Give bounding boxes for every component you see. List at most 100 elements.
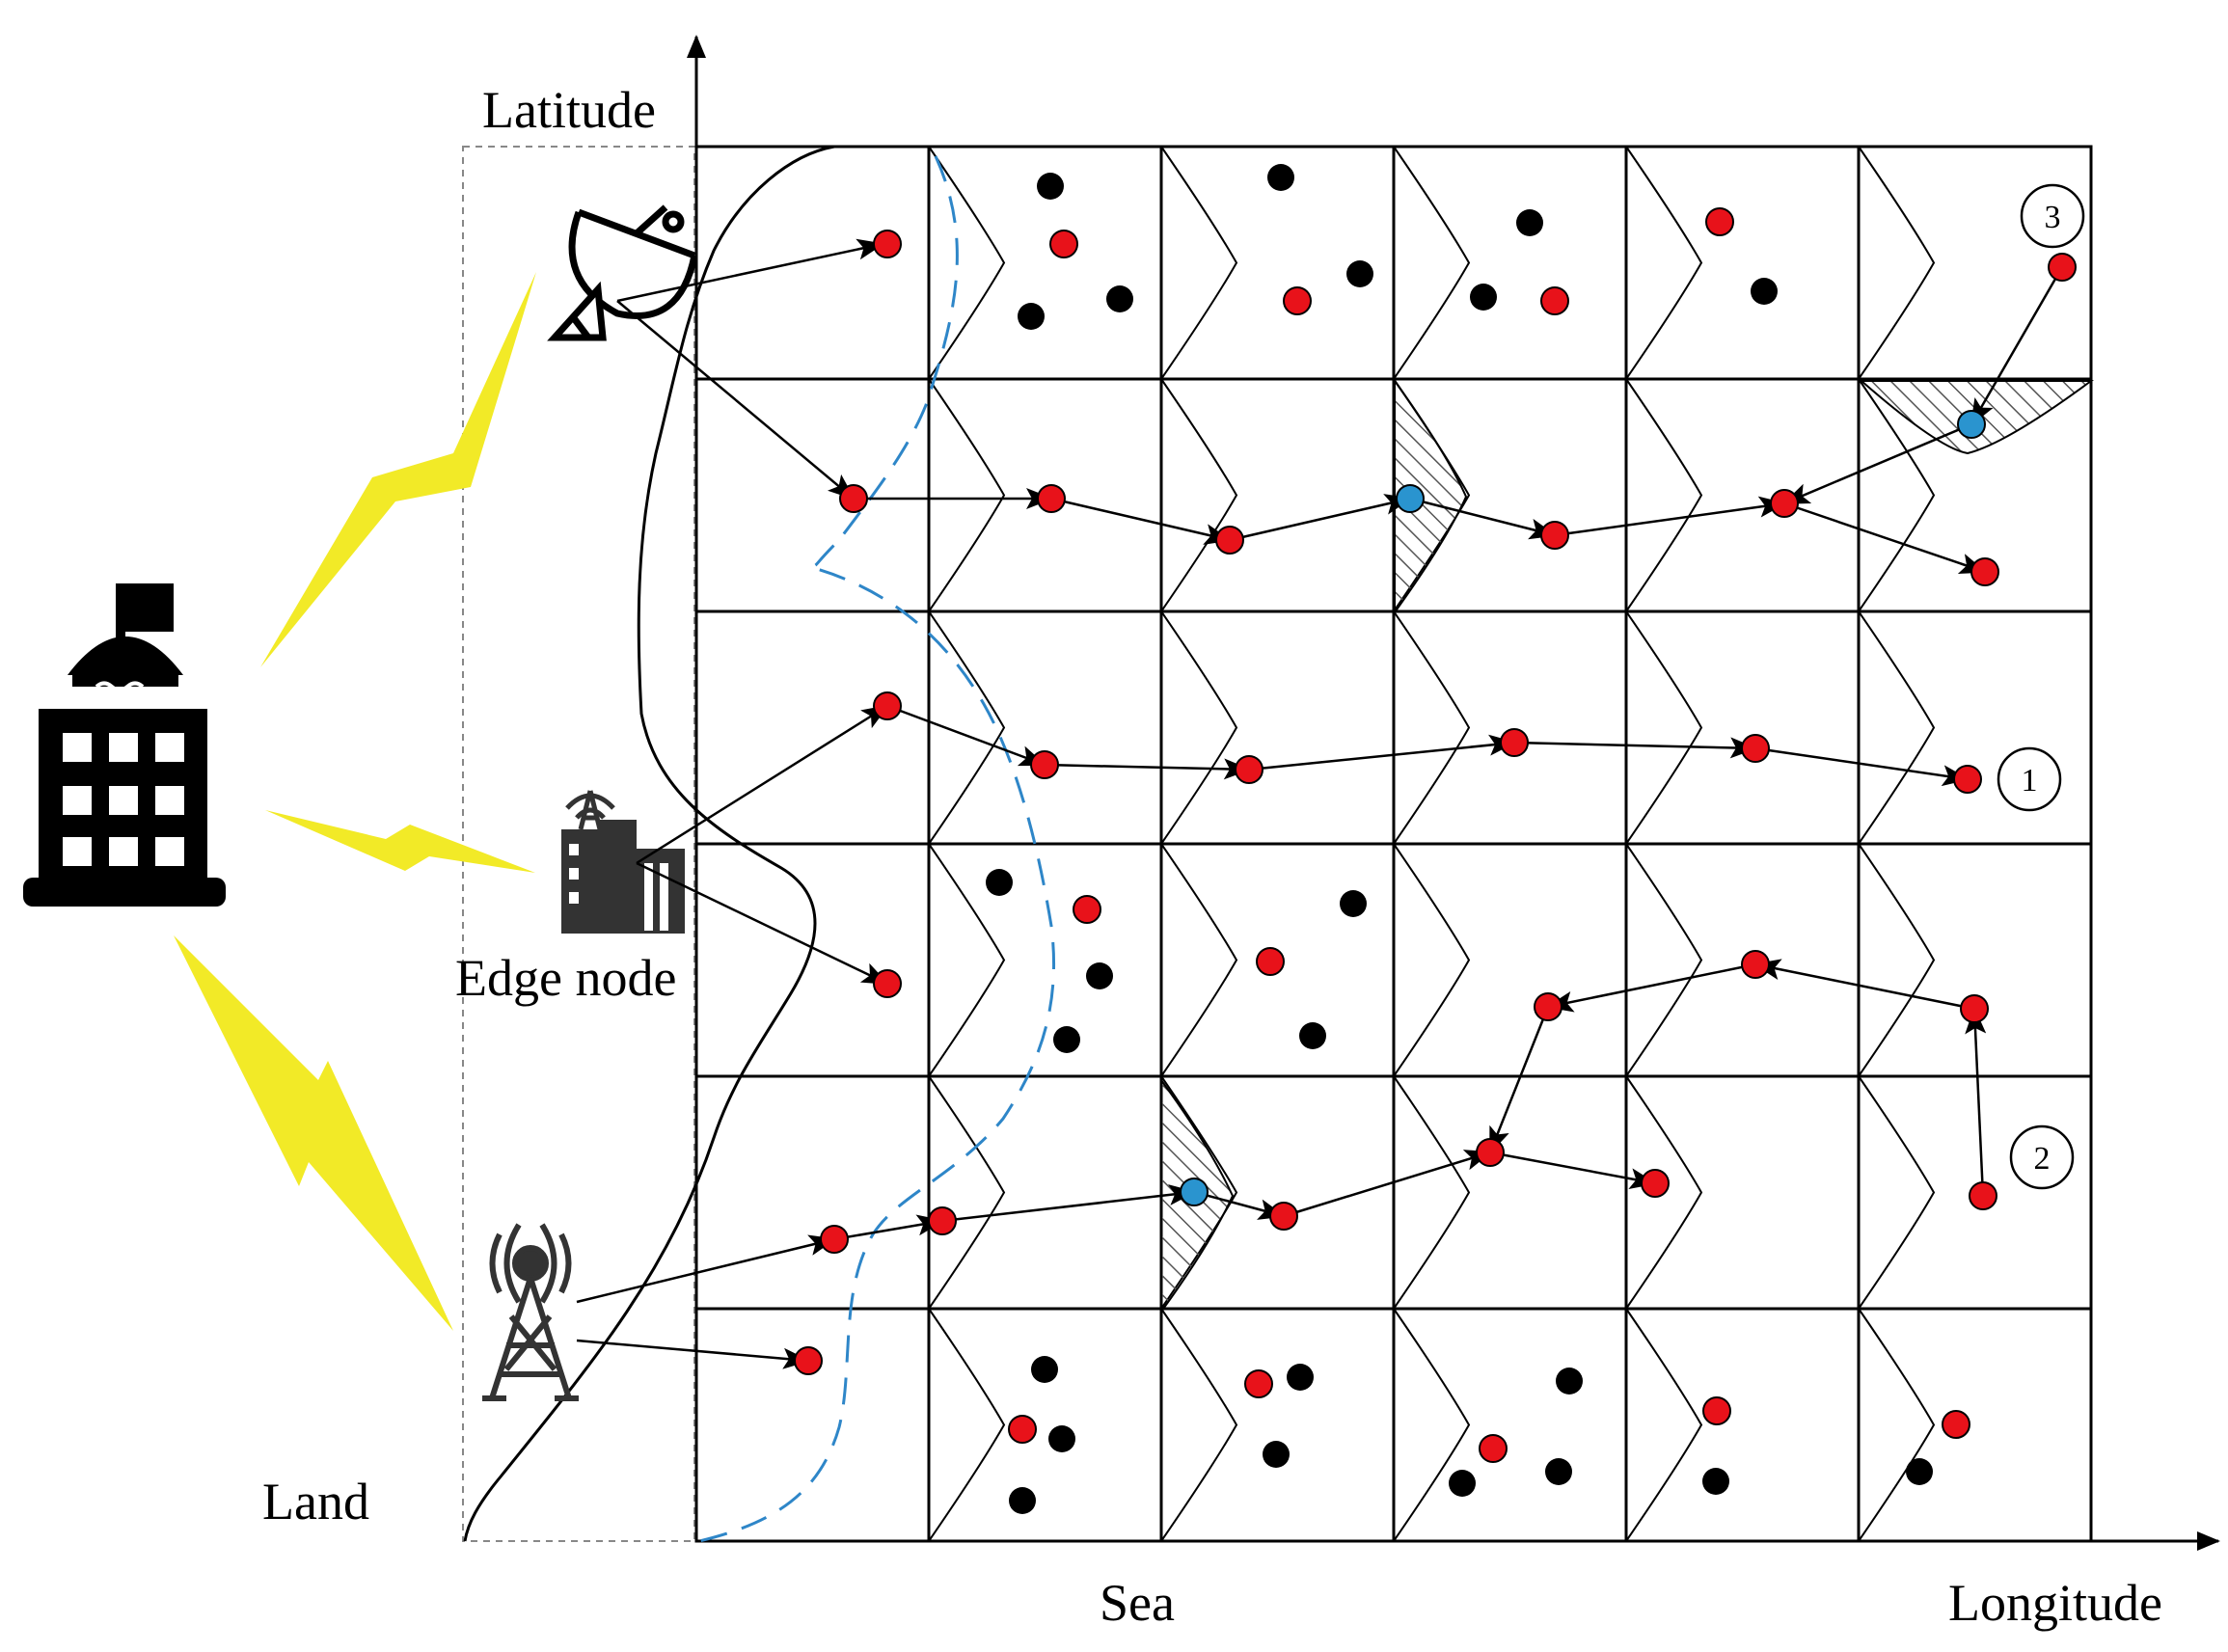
red-node [794,1346,823,1375]
coverage-arc [1625,843,1703,1077]
route-marker-2 [2009,1124,2075,1190]
coverage-arc [928,843,1006,1077]
red-node [1540,521,1569,550]
route-marker-3 [2020,183,2085,249]
sea-label: Sea [1100,1574,1175,1632]
red-node [1970,557,1999,586]
coverage-arc [1858,1308,1936,1542]
red-node [928,1206,957,1235]
red-node [1256,947,1285,976]
red-node [820,1225,849,1254]
red-node [1037,484,1066,513]
black-node [1053,1026,1080,1053]
coverage-arc [1858,146,1936,380]
red-node [1741,734,1770,763]
route-marker-2-text: 2 [2034,1141,2051,1177]
black-node [1751,278,1778,305]
coverage-arc [928,610,1006,845]
coverage-arc [1160,1308,1238,1542]
black-node [1018,303,1045,330]
coverage-arc [1393,1075,1471,1310]
coverage-arc [1393,1308,1471,1542]
land-label: Land [262,1473,369,1530]
coverage-arc [1160,843,1238,1077]
routing-arrow [1283,1150,1492,1218]
route-marker-1 [1997,746,2062,812]
routing-arrows [576,238,2064,1369]
red-node [839,484,868,513]
routing-arrow [636,704,889,865]
black-node [1340,890,1367,917]
routing-arrow [1489,1151,1657,1190]
red-node [1540,286,1569,315]
red-node [873,230,902,258]
red-node [1073,895,1101,924]
land-region-outline [462,146,695,1542]
red-node [1702,1396,1731,1425]
coverage-arc [928,1075,1006,1310]
red-node [1479,1434,1508,1463]
red-node [1705,207,1734,236]
coverage-arc [1858,378,1936,612]
lightning-bolt-icon [265,810,535,873]
routing-arrow [1409,497,1557,540]
longitude-label: Longitude [1948,1574,2162,1632]
edge-node-label: Edge node [455,949,676,1007]
black-node [1267,164,1294,191]
coverage-arc [1625,1075,1703,1310]
route-marker-3-text: 3 [2045,200,2061,235]
black-node [1906,1458,1933,1485]
routing-arrow [636,861,889,986]
latitude-label: Latitude [482,81,656,139]
red-node [1030,750,1059,779]
red-node [1770,489,1799,518]
dashed-coverage-boundary [698,155,1055,1543]
routing-arrow [1044,758,1251,780]
routing-arrow [1754,746,1970,787]
routing-arrow [1248,734,1516,772]
red-node [1008,1415,1037,1444]
black-node [986,869,1013,896]
black-node [1048,1425,1075,1452]
red-node [873,691,902,720]
routing-arrow [576,1234,836,1304]
vessel-nodes [794,164,2077,1514]
black-node [1516,209,1543,236]
coverage-arc [928,1308,1006,1542]
routing-arrow [1546,962,1756,1013]
coverage-arc [928,378,1006,612]
coverage-arc [1858,1075,1936,1310]
routing-arrow [1753,959,1975,1011]
red-node [2048,253,2077,282]
lightning-bolt-icon [260,272,536,667]
red-node [1960,994,1989,1023]
coverage-arc [1625,610,1703,845]
black-node [1545,1458,1572,1485]
lightning-bolt-icon [174,935,453,1331]
routing-arrow [1970,266,2064,426]
red-node [1235,755,1263,784]
red-node [1283,286,1312,315]
routing-arrow [833,1214,944,1241]
red-node [1049,230,1078,258]
routing-arrow [616,238,884,303]
red-node [1500,728,1529,757]
coverage-arc [1858,610,1936,845]
coverage-arc [1625,1308,1703,1542]
coverage-arc [1160,378,1238,612]
routing-arrow [1050,497,1232,545]
routing-arrow [1783,501,1987,575]
black-node [1009,1487,1036,1514]
route-marker-1-text: 1 [2022,763,2038,799]
coverage-arc [1393,843,1471,1077]
black-node [1702,1468,1729,1495]
red-node [1953,765,1982,794]
coverage-arc [928,146,1006,380]
blue-node [1957,410,1986,439]
black-node [1470,284,1497,311]
routing-arrow [1488,1006,1550,1154]
red-node [1969,1181,1997,1210]
red-node [1942,1410,1970,1439]
wireless-links [174,272,536,1331]
